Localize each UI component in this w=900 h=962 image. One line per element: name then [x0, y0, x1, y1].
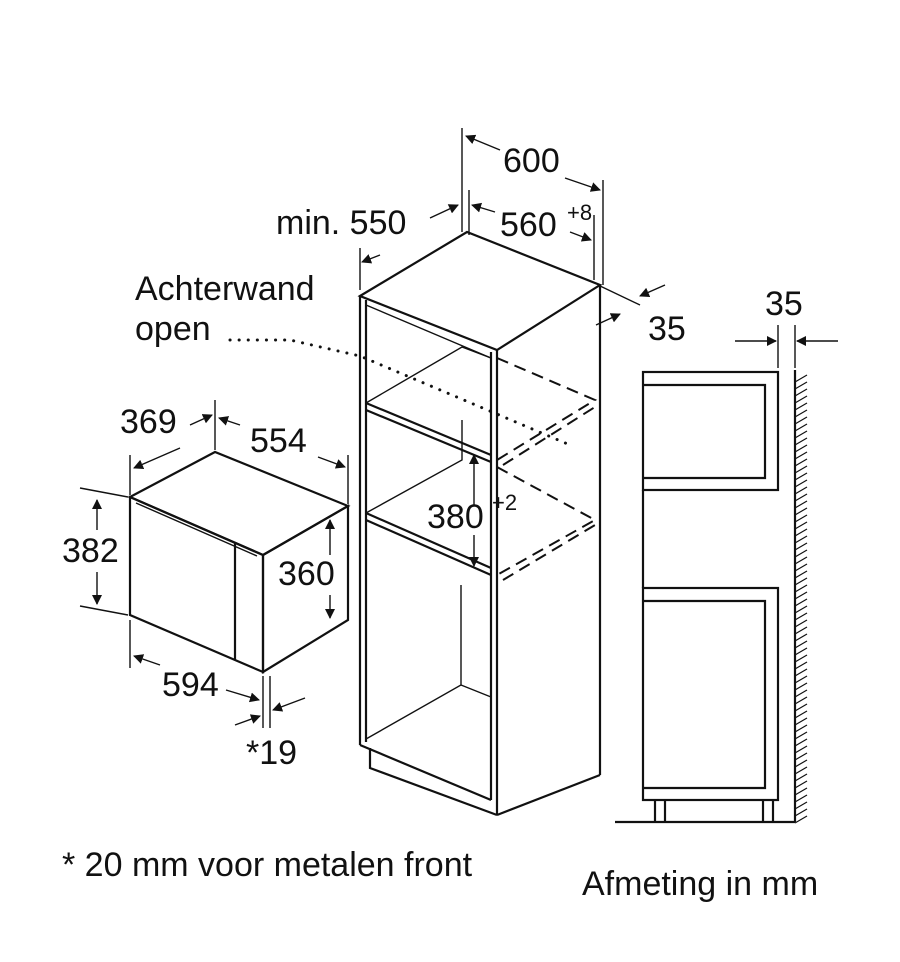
side-offset-label: 35	[648, 310, 686, 348]
hatch-line	[794, 794, 808, 803]
hatch-line	[794, 486, 808, 495]
hatch-line	[794, 682, 808, 691]
wall-gap-label: 35	[765, 285, 803, 323]
footnote: * 20 mm voor metalen front	[62, 846, 473, 884]
hatch-line	[794, 731, 808, 740]
hatch-line	[794, 605, 808, 614]
hatch-line	[794, 619, 808, 628]
hatch-line	[794, 752, 808, 761]
hatch-line	[794, 430, 808, 439]
hatch-line	[794, 437, 808, 446]
hatch-line	[794, 374, 808, 383]
hatch-line	[794, 703, 808, 712]
cabinet-width-label: 600	[503, 142, 560, 180]
hatch-line	[794, 780, 808, 789]
hatch-line	[794, 801, 808, 810]
hatch-line	[794, 689, 808, 698]
back-wall-open-label: open	[135, 310, 211, 348]
niche-height-label: 380	[427, 498, 484, 536]
tall-cabinet	[228, 230, 603, 817]
hatch-line	[794, 381, 808, 390]
hatch-line	[794, 556, 808, 565]
hatch-line	[794, 451, 808, 460]
hatch-line	[794, 654, 808, 663]
hatch-line	[794, 808, 808, 817]
hatch-line	[794, 458, 808, 467]
hatch-line	[794, 815, 808, 824]
hatch-line	[794, 409, 808, 418]
hatch-line	[794, 423, 808, 432]
hatch-line	[794, 696, 808, 705]
hatch-line	[794, 542, 808, 551]
hatch-line	[794, 738, 808, 747]
hatch-line	[794, 675, 808, 684]
back-wall-label: Achterwand	[135, 270, 315, 308]
hatch-line	[794, 717, 808, 726]
appliance-front-thickness-label: *19	[246, 734, 297, 772]
hatch-line	[794, 661, 808, 670]
side-view	[615, 325, 838, 824]
hatch-line	[794, 500, 808, 509]
hatch-line	[794, 724, 808, 733]
hatch-line	[794, 633, 808, 642]
microwave-dimensions	[79, 400, 349, 728]
hatch-line	[794, 395, 808, 404]
hatch-line	[794, 612, 808, 621]
hatch-line	[794, 507, 808, 516]
hatch-line	[794, 773, 808, 782]
hatch-line	[794, 598, 808, 607]
niche-width-tolerance: +8	[567, 200, 592, 225]
hatch-line	[794, 577, 808, 586]
hatch-line	[794, 710, 808, 719]
appliance-front-width-label: 594	[162, 666, 219, 704]
hatch-line	[794, 528, 808, 537]
appliance-height-label: 382	[62, 532, 119, 570]
hatch-line	[794, 787, 808, 796]
hatch-line	[794, 444, 808, 453]
cabinet-min-depth-label: min. 550	[276, 204, 406, 242]
microwave	[127, 450, 351, 674]
hatch-line	[794, 521, 808, 530]
hatch-line	[794, 416, 808, 425]
hatch-line	[794, 514, 808, 523]
hatch-line	[794, 570, 808, 579]
hatch-line	[794, 766, 808, 775]
hatch-line	[794, 535, 808, 544]
hatch-line	[794, 626, 808, 635]
hatch-line	[794, 402, 808, 411]
wall-hatching	[794, 374, 808, 824]
appliance-depth-label: 369	[120, 403, 177, 441]
units-note: Afmeting in mm	[582, 865, 818, 903]
hatch-line	[794, 668, 808, 677]
hatch-line	[794, 584, 808, 593]
hatch-line	[794, 647, 808, 656]
hatch-line	[794, 759, 808, 768]
hatch-line	[794, 563, 808, 572]
niche-width-label: 560	[500, 206, 557, 244]
cabinet-dimensions	[359, 128, 666, 567]
hatch-line	[794, 479, 808, 488]
appliance-body-width-label: 554	[250, 422, 307, 460]
hatch-line	[794, 745, 808, 754]
hatch-line	[794, 465, 808, 474]
hatch-line	[794, 388, 808, 397]
niche-height-tolerance: +2	[492, 490, 517, 515]
hatch-line	[794, 493, 808, 502]
hatch-line	[794, 472, 808, 481]
hatch-line	[794, 549, 808, 558]
hatch-line	[794, 640, 808, 649]
hatch-line	[794, 591, 808, 600]
appliance-body-height-label: 360	[278, 555, 335, 593]
